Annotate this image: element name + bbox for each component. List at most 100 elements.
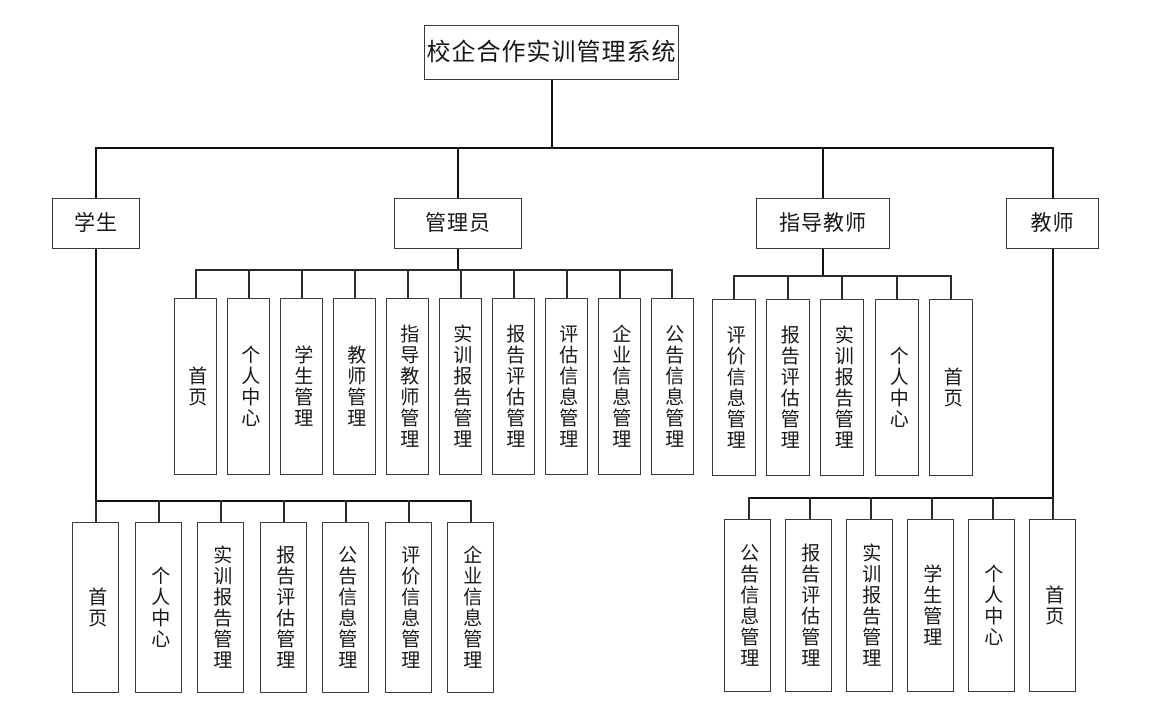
node-role-teacher[interactable]: 教师 — [1006, 198, 1099, 249]
node-role-teacher-label: 教师 — [1030, 210, 1075, 235]
node-supervisor-child-1[interactable]: 评价信息管理 — [712, 299, 756, 476]
connector-drop-teacher — [1052, 147, 1054, 198]
node-role-admin[interactable]: 管理员 — [394, 198, 522, 249]
connector-supervisor-drop-2 — [787, 275, 789, 299]
connector-student-drop-4 — [283, 500, 285, 522]
node-student-child-2[interactable]: 个人中心 — [135, 522, 182, 693]
node-teacher-child-3-label: 实训报告管理 — [859, 542, 882, 669]
connector-teacher-drop-2 — [809, 497, 811, 519]
node-supervisor-child-2[interactable]: 报告评估管理 — [766, 299, 810, 476]
node-admin-child-3[interactable]: 学生管理 — [280, 298, 323, 475]
node-supervisor-child-2-label: 报告评估管理 — [777, 324, 800, 451]
connector-admin-drop-1 — [195, 269, 197, 299]
node-supervisor-child-5[interactable]: 首页 — [929, 299, 973, 476]
connector-admin-drop-9 — [619, 269, 621, 299]
node-supervisor-child-4-label: 个人中心 — [886, 345, 909, 430]
node-student-child-1-label: 首页 — [85, 586, 108, 629]
node-admin-child-4[interactable]: 教师管理 — [333, 298, 376, 475]
node-teacher-child-6[interactable]: 首页 — [1029, 519, 1076, 692]
node-teacher-child-5[interactable]: 个人中心 — [968, 519, 1015, 692]
node-teacher-child-4[interactable]: 学生管理 — [907, 519, 954, 692]
connector-admin-drop-7 — [513, 269, 515, 299]
connector-root-stem — [551, 79, 553, 149]
node-admin-child-9[interactable]: 企业信息管理 — [598, 298, 641, 475]
connector-admin-bus — [195, 269, 672, 271]
node-student-child-5[interactable]: 公告信息管理 — [322, 522, 369, 693]
connector-admin-drop-5 — [407, 269, 409, 299]
node-admin-child-5[interactable]: 指导教师管理 — [386, 298, 429, 475]
node-student-child-1[interactable]: 首页 — [72, 522, 119, 693]
node-teacher-child-5-label: 个人中心 — [981, 563, 1004, 648]
connector-admin-drop-6 — [460, 269, 462, 299]
node-admin-child-5-label: 指导教师管理 — [397, 323, 420, 450]
node-admin-child-10[interactable]: 公告信息管理 — [651, 298, 694, 475]
connector-admin-drop-3 — [301, 269, 303, 299]
node-admin-child-8[interactable]: 评估信息管理 — [545, 298, 588, 475]
connector-student-drop-3 — [220, 500, 222, 522]
connector-admin-drop-2 — [248, 269, 250, 299]
node-role-admin-label: 管理员 — [425, 210, 491, 235]
node-admin-child-4-label: 教师管理 — [344, 344, 367, 429]
node-student-child-7-label: 企业信息管理 — [460, 544, 483, 671]
node-admin-child-7[interactable]: 报告评估管理 — [492, 298, 535, 475]
node-student-child-5-label: 公告信息管理 — [335, 544, 358, 671]
node-role-student[interactable]: 学生 — [52, 198, 140, 249]
connector-student-drop-1 — [95, 500, 97, 522]
node-student-child-7[interactable]: 企业信息管理 — [447, 522, 494, 693]
node-supervisor-child-3[interactable]: 实训报告管理 — [820, 299, 864, 476]
node-teacher-child-2-label: 报告评估管理 — [798, 542, 821, 669]
connector-teacher-drop-6 — [1052, 497, 1054, 519]
node-role-student-label: 学生 — [74, 210, 118, 235]
node-teacher-child-3[interactable]: 实训报告管理 — [846, 519, 893, 692]
node-supervisor-child-3-label: 实训报告管理 — [831, 324, 854, 451]
connector-admin-drop-4 — [354, 269, 356, 299]
connector-student-drop-6 — [408, 500, 410, 522]
connector-teacher-stem — [1052, 249, 1054, 498]
connector-supervisor-drop-3 — [841, 275, 843, 299]
connector-supervisor-drop-1 — [733, 275, 735, 299]
connector-teacher-drop-1 — [748, 497, 750, 519]
node-teacher-child-4-label: 学生管理 — [920, 563, 943, 648]
connector-teacher-bus — [748, 497, 1054, 499]
connector-teacher-drop-3 — [870, 497, 872, 519]
node-student-child-3[interactable]: 实训报告管理 — [197, 522, 244, 693]
connector-admin-stem — [457, 249, 459, 270]
node-student-child-3-label: 实训报告管理 — [210, 544, 233, 671]
node-role-supervisor[interactable]: 指导教师 — [756, 198, 890, 249]
connector-drop-supervisor — [822, 147, 824, 198]
connector-teacher-drop-5 — [992, 497, 994, 519]
node-root-system[interactable]: 校企合作实训管理系统 — [424, 25, 679, 80]
node-admin-child-1[interactable]: 首页 — [174, 298, 217, 475]
node-student-child-4-label: 报告评估管理 — [273, 544, 296, 671]
node-admin-child-9-label: 企业信息管理 — [609, 323, 632, 450]
node-supervisor-child-1-label: 评价信息管理 — [723, 324, 746, 451]
node-student-child-6[interactable]: 评价信息管理 — [385, 522, 432, 693]
node-teacher-child-1[interactable]: 公告信息管理 — [724, 519, 771, 692]
node-admin-child-6[interactable]: 实训报告管理 — [439, 298, 482, 475]
connector-student-drop-2 — [158, 500, 160, 522]
connector-teacher-drop-4 — [931, 497, 933, 519]
connector-main-bus — [95, 147, 1054, 149]
node-admin-child-10-label: 公告信息管理 — [662, 323, 685, 450]
node-supervisor-child-5-label: 首页 — [940, 366, 963, 409]
node-student-child-2-label: 个人中心 — [148, 565, 171, 650]
node-admin-child-6-label: 实训报告管理 — [450, 323, 473, 450]
connector-student-drop-7 — [470, 500, 472, 522]
node-supervisor-child-4[interactable]: 个人中心 — [875, 299, 919, 476]
node-root-label: 校企合作实训管理系统 — [426, 38, 677, 67]
node-admin-child-7-label: 报告评估管理 — [503, 323, 526, 450]
node-admin-child-8-label: 评估信息管理 — [556, 323, 579, 450]
connector-supervisor-drop-5 — [950, 275, 952, 299]
node-student-child-4[interactable]: 报告评估管理 — [260, 522, 307, 693]
node-student-child-6-label: 评价信息管理 — [398, 544, 421, 671]
connector-supervisor-stem — [822, 249, 824, 276]
connector-drop-admin — [457, 147, 459, 198]
node-admin-child-2-label: 个人中心 — [238, 344, 261, 429]
node-admin-child-3-label: 学生管理 — [291, 344, 314, 429]
node-admin-child-2[interactable]: 个人中心 — [227, 298, 270, 475]
node-teacher-child-2[interactable]: 报告评估管理 — [785, 519, 832, 692]
node-role-supervisor-label: 指导教师 — [779, 210, 867, 235]
connector-admin-drop-10 — [671, 269, 673, 299]
connector-admin-drop-8 — [566, 269, 568, 299]
